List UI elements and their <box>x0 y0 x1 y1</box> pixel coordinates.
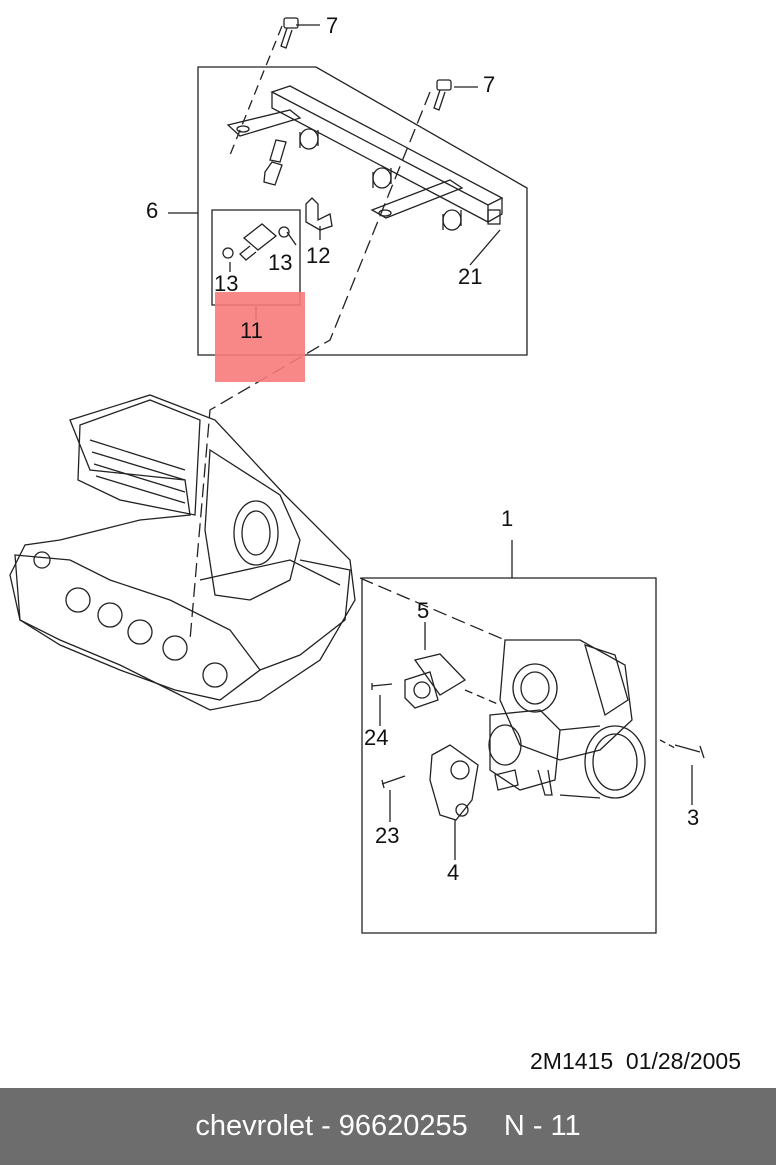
callout-3: 3 <box>687 805 699 830</box>
footer-bar: chevrolet - 96620255 N - 11 <box>0 1088 776 1165</box>
callout-23: 23 <box>375 823 399 848</box>
callout-6: 6 <box>146 198 158 223</box>
screw-3 <box>674 744 705 759</box>
intake-manifold <box>9 394 356 711</box>
callout-11: 11 <box>240 318 263 343</box>
callout-7-top: 7 <box>326 13 338 38</box>
screw-23 <box>381 775 406 789</box>
fuel-rail-group-frame <box>197 66 528 356</box>
document-code: 2M1415 01/28/2005 <box>530 1048 742 1074</box>
idle-air-control-valve <box>404 653 467 709</box>
throttle-position-sensor <box>429 744 479 821</box>
bolt-7-right <box>433 79 452 111</box>
screw-24 <box>371 683 393 690</box>
footer-ref-text: N - 11 <box>503 1110 581 1142</box>
callout-12: 12 <box>306 243 330 268</box>
fuel-injector <box>222 223 290 261</box>
callout-21: 21 <box>458 264 482 289</box>
callout-4: 4 <box>447 860 459 885</box>
footer-part-text: chevrolet - 96620255 <box>195 1110 468 1142</box>
throttle-body-group-frame <box>361 577 657 934</box>
callout-13-right: 13 <box>268 250 292 275</box>
throttle-body <box>488 639 646 799</box>
parts-diagram: 7 7 6 12 13 13 21 11 1 5 24 3 23 4 <box>9 13 705 934</box>
callout-7-right: 7 <box>483 72 495 97</box>
fuel-rail <box>226 85 504 231</box>
callout-5: 5 <box>417 598 429 623</box>
callout-1: 1 <box>501 506 513 531</box>
clip-12 <box>305 197 333 231</box>
highlight-box <box>215 292 305 382</box>
callout-13-left: 13 <box>214 271 238 296</box>
bolt-7-top <box>280 17 299 49</box>
callout-24: 24 <box>364 725 388 750</box>
